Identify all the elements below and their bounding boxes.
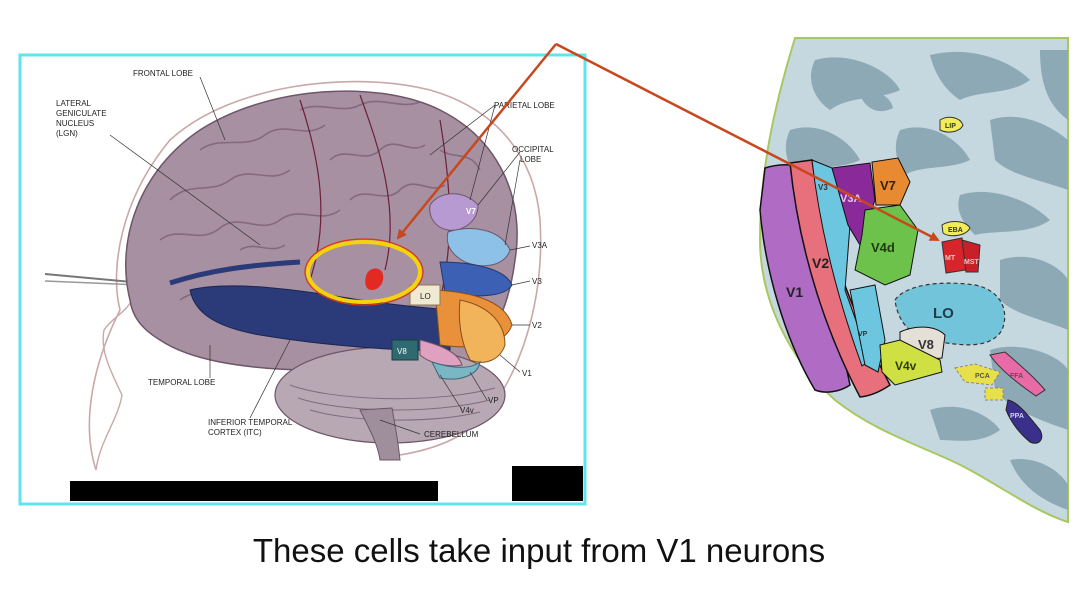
label-leaders — [109, 76, 531, 435]
label-lgn-3: NUCLEUS — [56, 119, 94, 128]
connecting-arrows — [396, 42, 940, 242]
brain-area-v3a — [446, 228, 511, 267]
map-label-ppa: PPA — [1010, 413, 1024, 420]
brain-area-v7 — [429, 193, 479, 231]
label-cerebellum: CEREBELLUM — [424, 430, 479, 439]
label-lgn-4: (LGN) — [56, 129, 78, 138]
label-vp: VP — [488, 396, 499, 405]
brain-area-v4v — [419, 339, 463, 367]
map-area-ppa — [1005, 399, 1043, 444]
label-itc-1: INFERIOR TEMPORAL — [208, 418, 293, 427]
map-label-eba: EBA — [948, 227, 963, 234]
map-label-v2: V2 — [812, 255, 829, 271]
map-area-pca — [954, 363, 1001, 386]
arrow-to-map — [555, 42, 940, 242]
map-area-mst — [961, 239, 981, 273]
map-area-v4v — [879, 339, 943, 386]
label-v7: V7 — [466, 207, 476, 216]
label-lgn-1: LATERAL — [56, 99, 92, 108]
label-v3: V3 — [532, 277, 542, 286]
black-bar-left — [70, 481, 438, 501]
label-v2: V2 — [532, 321, 542, 330]
map-label-v3: V3 — [818, 183, 828, 192]
brain-area-lo — [409, 284, 441, 306]
map-label-v7: V7 — [880, 178, 896, 193]
face-outline — [95, 299, 133, 471]
label-parietal-lobe: PARIETAL LOBE — [494, 101, 555, 110]
map-area-extra — [984, 387, 1004, 401]
highlight-ring-outer — [304, 238, 424, 306]
map-label-v4d: V4d — [871, 240, 895, 255]
label-lo: LO — [420, 292, 431, 301]
brain-illustration: FRONTAL LOBE LATERAL GENICULATE NUCLEUS … — [18, 53, 587, 506]
label-temporal-lobe: TEMPORAL LOBE — [148, 378, 215, 387]
cortical-flat-map: V1 V2 V3 V3A V7 V4d LIP EBA MT MST LO VP… — [758, 37, 1069, 524]
label-itc-2: CORTEX (ITC) — [208, 428, 262, 437]
map-area-eba — [941, 221, 971, 237]
map-area-v4d — [854, 204, 919, 286]
slide-caption: These cells take input from V1 neurons — [252, 532, 826, 569]
highlight-spot — [365, 268, 384, 290]
map-area-lip — [939, 116, 964, 133]
brain-area-v8 — [391, 339, 419, 361]
lgn-path — [169, 259, 301, 286]
brain-area-vp — [431, 360, 481, 380]
black-bar-right — [512, 466, 583, 501]
brain-area-v1 — [458, 299, 506, 363]
label-occipital-2: LOBE — [520, 155, 541, 164]
map-area-v7 — [871, 157, 911, 206]
label-frontal-lobe: FRONTAL LOBE — [133, 69, 193, 78]
map-label-pca: PCA — [975, 373, 990, 380]
map-label-v8: V8 — [918, 337, 934, 352]
map-label-lip: LIP — [945, 123, 956, 130]
brainstem — [359, 407, 401, 461]
map-label-v4v: V4v — [895, 359, 917, 373]
map-label-vp: VP — [858, 331, 868, 338]
label-occipital-1: OCCIPITAL — [512, 145, 554, 154]
label-v4v: V4v — [460, 406, 474, 415]
map-label-mt: MT — [945, 255, 956, 262]
arrow-to-brain — [396, 43, 557, 240]
map-area-ffa — [989, 351, 1046, 397]
map-label-v1: V1 — [786, 284, 803, 300]
label-lgn-2: GENICULATE — [56, 109, 107, 118]
label-v8: V8 — [397, 347, 407, 356]
brain-gyri — [159, 100, 481, 301]
label-v3a: V3A — [532, 241, 548, 250]
map-label-ffa: FFA — [1010, 373, 1023, 380]
map-label-mst: MST — [964, 259, 980, 266]
map-label-v3a: V3A — [840, 193, 861, 205]
highlight-ring — [306, 240, 422, 304]
label-v1: V1 — [522, 369, 532, 378]
map-label-lo: LO — [933, 305, 954, 322]
